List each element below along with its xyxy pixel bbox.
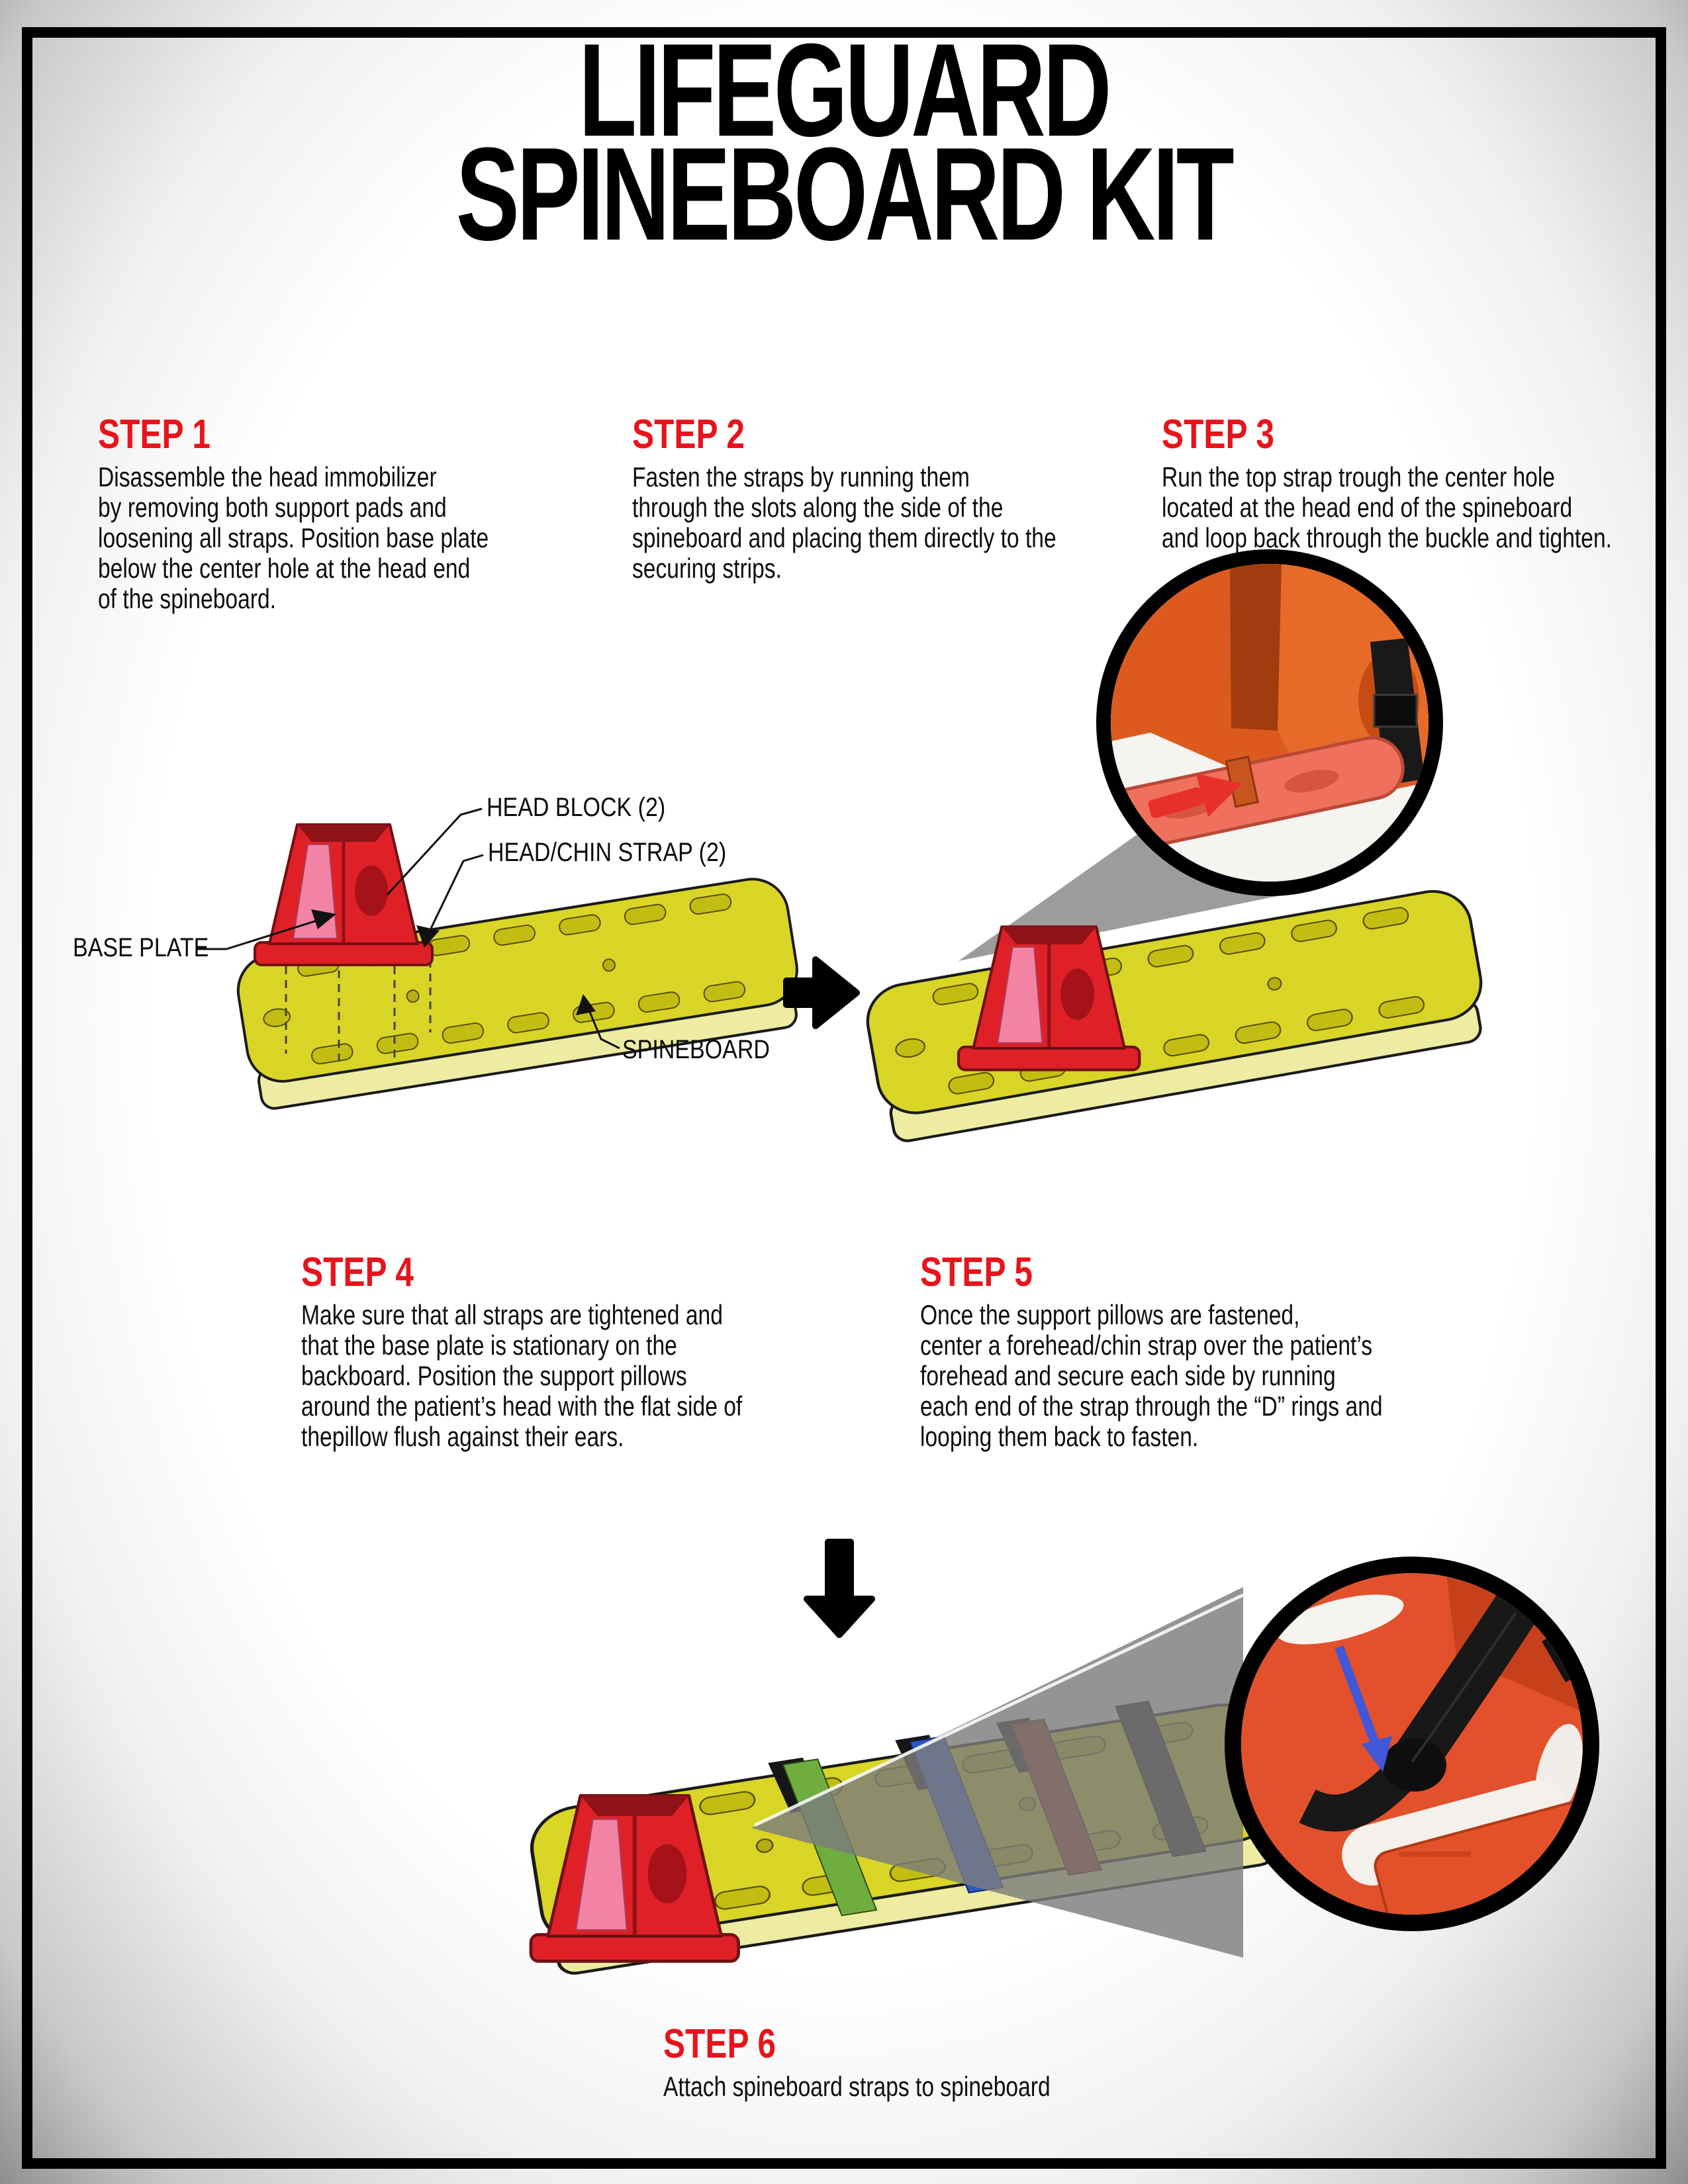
step-2-block: STEP 2 Fasten the straps by running them… <box>632 413 1228 584</box>
leader-lines <box>196 807 620 1050</box>
diagram-exploded-view <box>196 807 808 1113</box>
step-3-heading: STEP 3 <box>1162 412 1275 457</box>
step-4-heading: STEP 4 <box>301 1250 414 1295</box>
leader-arrowheads <box>311 909 596 1015</box>
photo-callout-step6 <box>1225 1557 1599 1931</box>
projection-dashes <box>285 960 432 1067</box>
step-1-block: STEP 1 Disassemble the head immobilizer … <box>98 413 694 614</box>
step-5-heading: STEP 5 <box>920 1250 1033 1295</box>
step-5-body: Once the support pillows are fastened, c… <box>920 1299 1383 1452</box>
photo-callout-step3 <box>1096 549 1443 896</box>
label-spineboard: SPINEBOARD <box>622 1035 770 1064</box>
step-4-body: Make sure that all straps are tightened … <box>301 1299 743 1452</box>
head-block-illustration <box>255 825 432 965</box>
blue-arrow-icon <box>1335 1645 1392 1772</box>
step-2-body: Fasten the straps by running them throug… <box>632 461 1056 584</box>
page-title: LIFEGUARD SPINEBOARD KIT <box>0 17 1688 268</box>
red-arrow-icon <box>1148 773 1243 819</box>
label-base-plate: BASE PLATE <box>73 933 209 962</box>
photo-step3-detail <box>1111 564 1429 882</box>
callout-highlight-line <box>753 1593 1244 1827</box>
board-slot <box>1342 1780 1583 1915</box>
arrow-right-icon <box>783 956 860 1029</box>
step-2-heading: STEP 2 <box>632 412 745 457</box>
page-title-line1: LIFEGUARD <box>579 17 1111 164</box>
step-6-body: Attach spineboard straps to spineboard <box>663 2071 1051 2102</box>
step-4-block: STEP 4 Make sure that all straps are tig… <box>301 1251 897 1452</box>
step-3-block: STEP 3 Run the top strap trough the cent… <box>1162 413 1688 553</box>
step-6-block: STEP 6 Attach spineboard straps to spine… <box>663 2023 1259 2102</box>
step-5-block: STEP 5 Once the support pillows are fast… <box>920 1251 1516 1452</box>
step-1-heading: STEP 1 <box>98 412 211 457</box>
photo-step6-detail <box>1241 1573 1583 1915</box>
step-6-heading: STEP 6 <box>663 2021 776 2067</box>
step-1-body: Disassemble the head immobilizer by remo… <box>98 461 489 614</box>
callout-triangle-bottom <box>751 1587 1243 1958</box>
diagram-assembled-board <box>862 886 1491 1144</box>
label-head-block: HEAD BLOCK (2) <box>487 793 666 822</box>
arrow-down-icon <box>804 1539 875 1638</box>
page-title-line2: SPINEBOARD KIT <box>456 120 1235 268</box>
label-head-chin-strap: HEAD/CHIN STRAP (2) <box>488 838 727 867</box>
step-3-body: Run the top strap trough the center hole… <box>1162 461 1612 553</box>
